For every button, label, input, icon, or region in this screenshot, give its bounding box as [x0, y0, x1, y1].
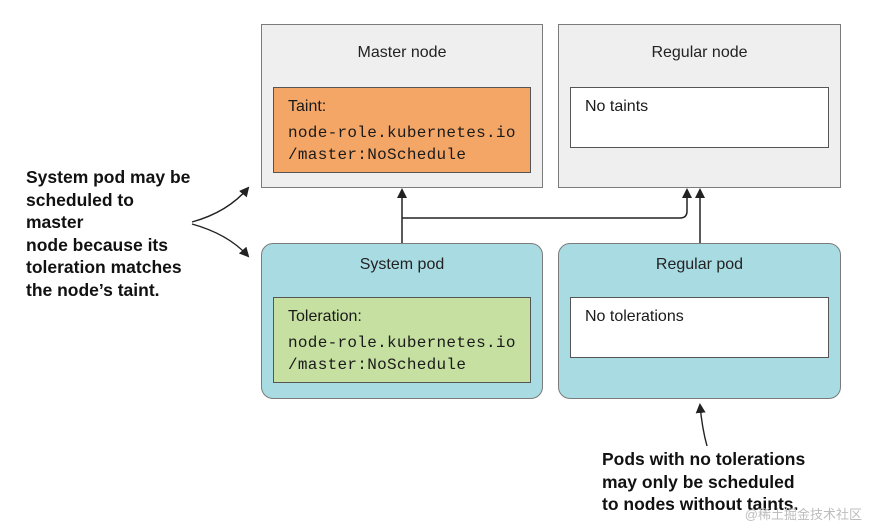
no-tolerations-label: No tolerations: [585, 308, 684, 325]
callout-line: the node’s taint.: [26, 279, 160, 300]
callout-arrow-to-system-pod: [191, 223, 250, 258]
system-pod-to-regular-node-arrow: [402, 188, 692, 219]
regular-pod-box: Regular pod No tolerations: [558, 243, 841, 399]
taint-effect: /master:NoSchedule: [288, 146, 467, 164]
system-pod-box: System pod Toleration: node-role.kuberne…: [261, 243, 543, 399]
callout-line: may only be scheduled: [602, 471, 795, 492]
callout-line: toleration matches: [26, 257, 182, 277]
toleration-box: Toleration: node-role.kubernetes.io /mas…: [273, 297, 531, 383]
toleration-label: Toleration:: [288, 308, 362, 325]
regular-pod-callout: Pods with no tolerations may only be sch…: [602, 448, 842, 516]
toleration-effect: /master:NoSchedule: [288, 356, 467, 374]
taint-box: Taint: node-role.kubernetes.io /master:N…: [273, 87, 531, 173]
callout-line: scheduled to master: [26, 189, 134, 233]
watermark: @稀土掘金技术社区: [744, 507, 862, 522]
system-pod-title: System pod: [359, 256, 445, 273]
master-node-box: Master node Taint: node-role.kubernetes.…: [261, 24, 543, 188]
taint-label: Taint:: [288, 98, 327, 115]
regular-node-title: Regular node: [651, 44, 748, 61]
regular-node-box: Regular node No taints: [558, 24, 841, 188]
callout-line: node because its: [26, 234, 168, 255]
callout-line: Pods with no tolerations: [602, 449, 806, 469]
regular-node-taints-box: No taints: [570, 87, 829, 148]
no-taints-label: No taints: [585, 98, 649, 115]
toleration-key: node-role.kubernetes.io: [288, 334, 516, 352]
master-node-title: Master node: [357, 44, 447, 61]
callout-line: System pod may be: [26, 167, 191, 187]
callout-line: to nodes without taints.: [602, 494, 799, 514]
system-pod-callout: System pod may be scheduled to master no…: [26, 166, 196, 301]
callout-arrow-to-master: [191, 186, 250, 223]
regular-pod-tolerations-box: No tolerations: [570, 297, 829, 358]
taint-key: node-role.kubernetes.io: [288, 124, 516, 142]
callout-arrow-to-regular-pod: [695, 403, 708, 447]
regular-pod-title: Regular pod: [655, 256, 744, 273]
